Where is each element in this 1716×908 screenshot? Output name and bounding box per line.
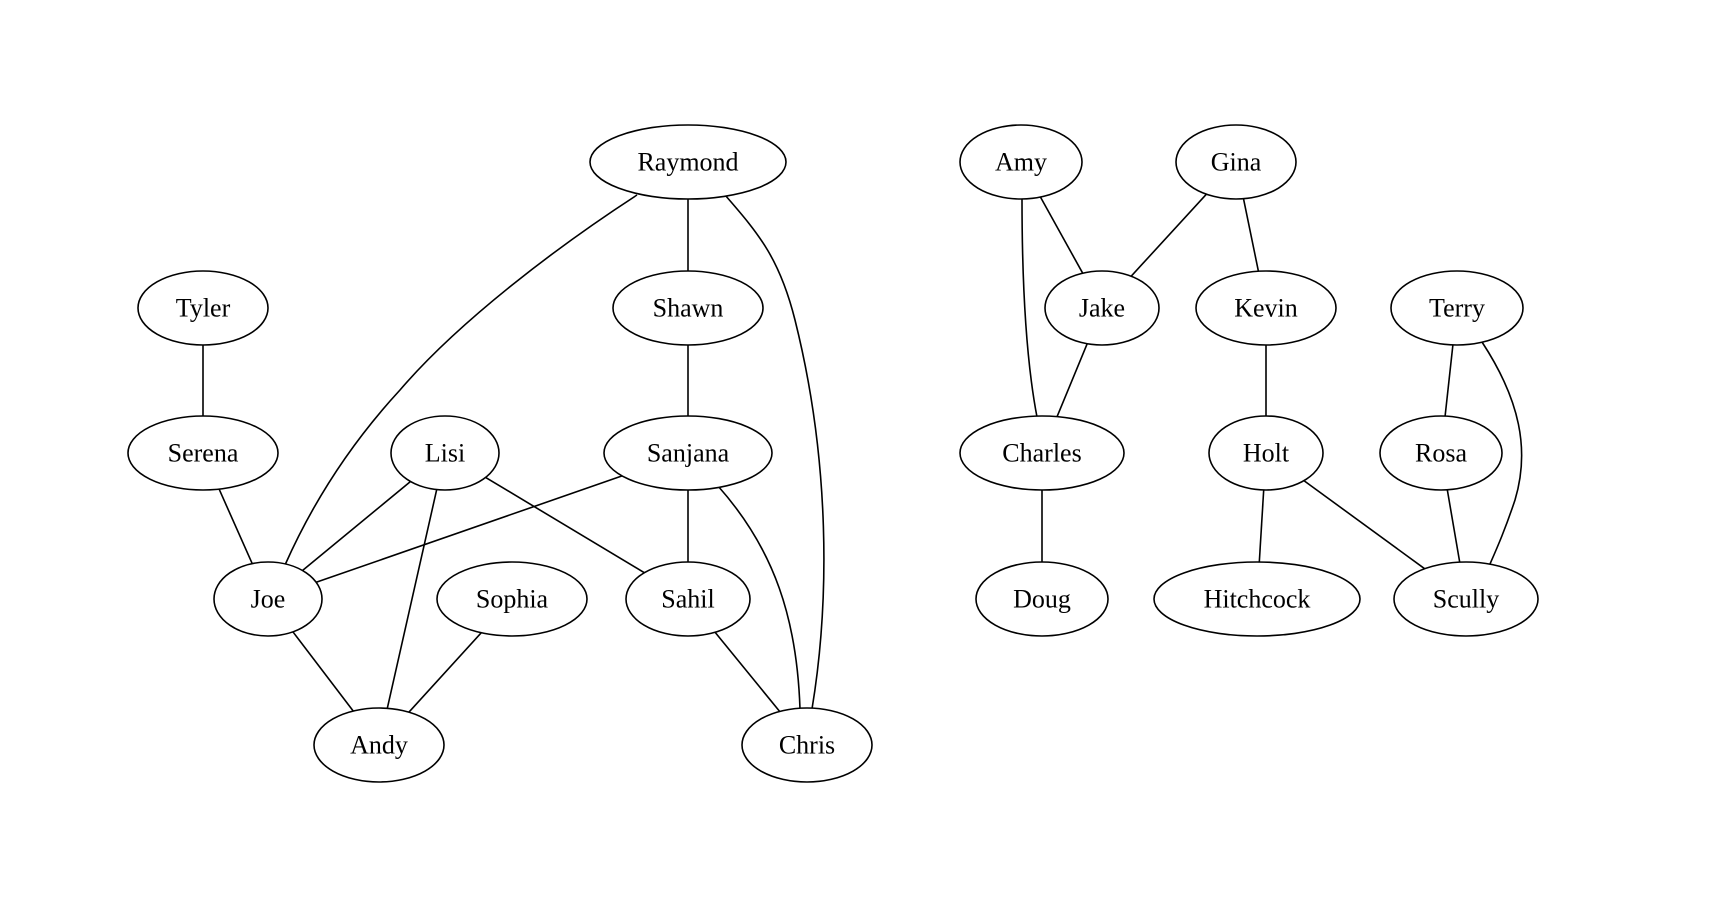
node-andy: Andy bbox=[313, 707, 445, 783]
node-hitchcock-label: Hitchcock bbox=[1204, 585, 1311, 614]
node-tyler-label: Tyler bbox=[176, 294, 231, 323]
node-charles-ellipse bbox=[959, 415, 1125, 491]
node-joe-label: Joe bbox=[251, 585, 286, 614]
edge-joe-andy bbox=[292, 631, 354, 712]
edge-amy-jake bbox=[1039, 196, 1084, 274]
node-holt-ellipse bbox=[1208, 415, 1324, 491]
edge-amy-charles bbox=[1021, 198, 1038, 418]
node-terry: Terry bbox=[1390, 270, 1524, 346]
node-kevin: Kevin bbox=[1195, 270, 1337, 346]
node-lisi: Lisi bbox=[390, 415, 500, 491]
node-holt-label: Holt bbox=[1243, 439, 1290, 468]
node-doug-ellipse bbox=[975, 561, 1109, 637]
edge-holt-scully bbox=[1303, 479, 1426, 570]
node-chris-label: Chris bbox=[779, 731, 835, 760]
node-sophia: Sophia bbox=[436, 561, 588, 637]
node-lisi-ellipse bbox=[390, 415, 500, 491]
node-amy-label: Amy bbox=[995, 148, 1047, 177]
node-gina-ellipse bbox=[1175, 124, 1297, 200]
edge-raymond-joe bbox=[284, 194, 638, 566]
edge-sanjana-chris bbox=[717, 485, 801, 710]
node-sanjana: Sanjana bbox=[603, 415, 773, 491]
edge-terry-scully bbox=[1481, 341, 1523, 565]
edge-sanjana-joe bbox=[315, 475, 623, 584]
edge-terry-rosa bbox=[1444, 344, 1454, 417]
node-terry-ellipse bbox=[1390, 270, 1524, 346]
node-raymond: Raymond bbox=[589, 124, 787, 200]
edge-lisi-sahil bbox=[485, 476, 645, 574]
node-shawn-ellipse bbox=[612, 270, 764, 346]
edge-lisi-joe bbox=[301, 480, 412, 572]
node-amy-ellipse bbox=[959, 124, 1083, 200]
node-jake-ellipse bbox=[1044, 270, 1160, 346]
node-serena-ellipse bbox=[127, 415, 279, 491]
node-sanjana-ellipse bbox=[603, 415, 773, 491]
node-joe-ellipse bbox=[213, 561, 323, 637]
edge-jake-charles bbox=[1056, 343, 1088, 417]
node-jake: Jake bbox=[1044, 270, 1160, 346]
node-joe: Joe bbox=[213, 561, 323, 637]
node-kevin-ellipse bbox=[1195, 270, 1337, 346]
node-amy: Amy bbox=[959, 124, 1083, 200]
node-scully-label: Scully bbox=[1433, 585, 1499, 614]
node-serena-label: Serena bbox=[168, 439, 239, 468]
node-doug-label: Doug bbox=[1013, 585, 1071, 614]
node-holt: Holt bbox=[1208, 415, 1324, 491]
node-scully: Scully bbox=[1393, 561, 1539, 637]
node-sahil: Sahil bbox=[625, 561, 751, 637]
node-sophia-label: Sophia bbox=[476, 585, 549, 614]
node-charles-label: Charles bbox=[1002, 439, 1081, 468]
node-tyler-ellipse bbox=[137, 270, 269, 346]
node-sanjana-label: Sanjana bbox=[647, 439, 730, 468]
node-doug: Doug bbox=[975, 561, 1109, 637]
node-terry-label: Terry bbox=[1429, 294, 1485, 323]
node-raymond-label: Raymond bbox=[637, 148, 738, 177]
edge-holt-hitchcock bbox=[1258, 489, 1265, 563]
node-rosa-ellipse bbox=[1379, 415, 1503, 491]
node-sahil-ellipse bbox=[625, 561, 751, 637]
node-andy-ellipse bbox=[313, 707, 445, 783]
node-kevin-label: Kevin bbox=[1234, 294, 1298, 323]
node-lisi-label: Lisi bbox=[425, 439, 465, 468]
node-chris-ellipse bbox=[741, 707, 873, 783]
node-hitchcock-ellipse bbox=[1153, 561, 1361, 637]
edges-layer bbox=[202, 193, 1523, 713]
node-rosa: Rosa bbox=[1379, 415, 1503, 491]
edge-lisi-andy bbox=[386, 489, 438, 709]
edge-sahil-chris bbox=[714, 631, 781, 712]
node-andy-label: Andy bbox=[350, 731, 408, 760]
node-raymond-ellipse bbox=[589, 124, 787, 200]
node-scully-ellipse bbox=[1393, 561, 1539, 637]
node-shawn: Shawn bbox=[612, 270, 764, 346]
node-sahil-label: Sahil bbox=[661, 585, 714, 614]
node-gina: Gina bbox=[1175, 124, 1297, 200]
edge-raymond-chris bbox=[724, 194, 825, 710]
node-shawn-label: Shawn bbox=[653, 294, 724, 323]
node-hitchcock: Hitchcock bbox=[1153, 561, 1361, 637]
node-gina-label: Gina bbox=[1211, 148, 1262, 177]
edge-gina-kevin bbox=[1242, 198, 1260, 272]
node-chris: Chris bbox=[741, 707, 873, 783]
edge-rosa-scully bbox=[1446, 489, 1461, 563]
node-jake-label: Jake bbox=[1079, 294, 1125, 323]
node-rosa-label: Rosa bbox=[1415, 439, 1467, 468]
edge-sophia-andy bbox=[408, 632, 482, 713]
edge-serena-joe bbox=[218, 488, 253, 564]
node-serena: Serena bbox=[127, 415, 279, 491]
node-sophia-ellipse bbox=[436, 561, 588, 637]
edge-gina-jake bbox=[1130, 193, 1207, 277]
node-tyler: Tyler bbox=[137, 270, 269, 346]
node-charles: Charles bbox=[959, 415, 1125, 491]
